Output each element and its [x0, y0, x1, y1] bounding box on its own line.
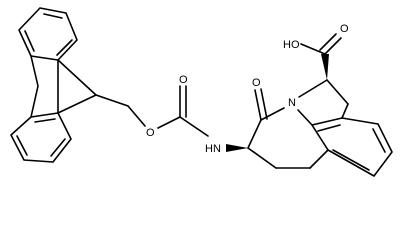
bond-calpha-ch2 — [247, 147, 277, 169]
bond-c9-ch2 — [95, 94, 129, 107]
benzene-double — [317, 124, 341, 132]
bond-n-c2 — [298, 79, 328, 98]
atom-label-carbamate-oxygen-carbonyl: O — [179, 74, 188, 86]
bond-carbonyl-o-double — [260, 88, 268, 120]
bond-c2-c3 — [326, 79, 349, 105]
azepinone-ring — [226, 88, 329, 169]
stereo-wedge-nh — [226, 144, 248, 152]
fluorenyl-group — [10, 7, 97, 163]
stereo-wedge-cooh — [321, 54, 329, 80]
bond-n-c7a — [297, 109, 313, 126]
bond-cooh-oh — [300, 43, 326, 55]
carboxylic-acid — [300, 33, 342, 80]
atom-label-ring-carbonyl-oxygen: O — [252, 77, 261, 89]
benzene-double — [372, 128, 386, 153]
fluorene-lower-ring-double — [16, 135, 28, 156]
bond-carbonyl-n — [260, 107, 285, 121]
indoline-ring — [297, 79, 349, 126]
bond-ch2-aryl — [309, 149, 329, 169]
fluorene-upper-ring-double — [24, 30, 35, 52]
atom-labels: HO O O O O N HN — [146, 23, 349, 155]
bond-carbonyl-o — [254, 89, 262, 121]
fluorene-upper-ring-double — [56, 39, 73, 56]
atom-label-carbamate-oxygen-ester: O — [146, 127, 155, 139]
atom-label-amide-nh: HN — [205, 143, 221, 155]
bond-cooh-o-double — [319, 33, 337, 51]
fluorene-upper-ring — [18, 7, 78, 61]
bond-c3-c3a — [341, 103, 349, 119]
benzene-double — [332, 149, 370, 171]
fluorene-lower-ring-double — [34, 118, 56, 123]
bond-carbamate-c-n — [179, 116, 209, 137]
fluorene-lower-ring-double — [50, 138, 66, 157]
fluorene-five-ring — [57, 59, 97, 114]
benzene-ring-outline — [311, 117, 393, 177]
fluorene-five-ring — [30, 55, 39, 118]
bond-calpha-carbonyl — [247, 119, 262, 149]
carbamate-linker — [95, 85, 209, 137]
atom-label-carboxyl-oxygen: O — [340, 23, 349, 35]
bond-ch2-o — [127, 105, 146, 127]
bond-cooh-o — [324, 37, 342, 55]
fluorene-upper-ring-double — [43, 13, 63, 19]
atom-label-hydroxyl: HO — [283, 39, 300, 51]
structure-canvas: HO O O O O N HN — [10, 7, 393, 177]
structure-diagram: HO O O O O N HN — [10, 7, 393, 177]
atom-label-ring-nitrogen: N — [288, 97, 296, 109]
bond-o-carbonyl — [157, 116, 181, 129]
benzene-ring — [311, 117, 393, 177]
